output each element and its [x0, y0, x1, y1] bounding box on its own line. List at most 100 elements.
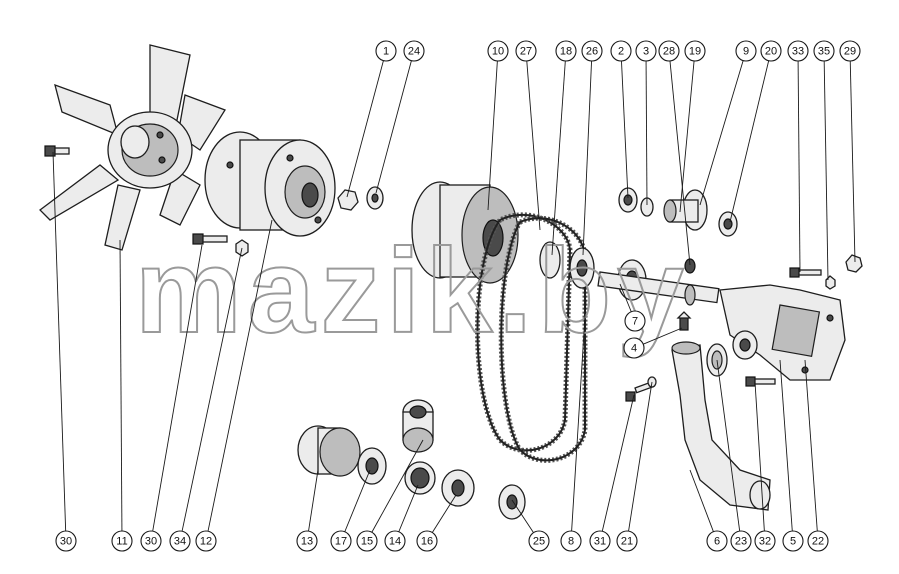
callout-number: 25: [533, 536, 545, 548]
callout-leader-line: [689, 469, 714, 532]
callout-leader-line: [628, 381, 653, 532]
callout-leader-line: [431, 494, 457, 533]
bolt-33: [789, 267, 822, 278]
callout-number: 13: [301, 536, 313, 548]
callout-circle: [754, 530, 776, 552]
callout-11: 11: [111, 239, 133, 552]
callout-circle: [528, 530, 550, 552]
callout-number: 1: [383, 46, 389, 58]
callout-9: 9: [699, 40, 757, 206]
callout-number: 2: [618, 46, 624, 58]
callout-13: 13: [296, 469, 319, 552]
callout-number: 22: [812, 536, 824, 548]
callout-number: 31: [594, 536, 606, 548]
callout-20: 20: [729, 40, 782, 223]
callout-number: 30: [145, 536, 157, 548]
callout-circle: [807, 530, 829, 552]
callout-24: 24: [375, 40, 425, 194]
callout-31: 31: [589, 394, 635, 552]
callout-10: 10: [487, 40, 509, 211]
callout-circle: [782, 530, 804, 552]
callout-leader-line: [804, 359, 818, 532]
callout-number: 26: [586, 46, 598, 58]
callout-number: 27: [520, 46, 532, 58]
callout-19: 19: [679, 40, 706, 213]
bolt-30-left: [44, 145, 70, 157]
callout-leader-line: [344, 469, 371, 532]
nut-1: [337, 189, 359, 211]
callout-21: 21: [616, 381, 653, 552]
callout-circle: [684, 40, 706, 62]
callout-leader-line: [119, 239, 123, 532]
callout-circle: [296, 530, 318, 552]
elbow-pipe-6: [671, 341, 771, 511]
callout-28: 28: [658, 40, 691, 266]
washer-24: [366, 186, 384, 210]
callout-leader-line: [551, 60, 566, 256]
callout-number: 15: [361, 536, 373, 548]
bushing-17: [357, 447, 387, 485]
bushing-16: [441, 469, 475, 507]
callout-number: 16: [421, 536, 433, 548]
callout-circle: [330, 530, 352, 552]
callout-leader-line: [621, 60, 629, 199]
callout-circle: [839, 40, 861, 62]
callout-circle: [635, 40, 657, 62]
seal-2: [618, 187, 638, 213]
bushing-20: [718, 211, 738, 237]
callout-circle: [169, 530, 191, 552]
callout-number: 14: [389, 536, 401, 548]
callout-circle: [730, 530, 752, 552]
callout-number: 24: [408, 46, 420, 58]
callout-leader-line: [52, 151, 67, 532]
callout-circle: [623, 337, 645, 359]
pump-shaft: [597, 271, 720, 306]
callout-number: 11: [116, 536, 127, 548]
callout-circle: [581, 40, 603, 62]
callout-leader-line: [398, 484, 419, 532]
callout-leader-line: [511, 499, 534, 533]
callout-number: 35: [818, 46, 830, 58]
seal-28: [684, 258, 696, 274]
callout-5: 5: [779, 359, 804, 552]
callout-circle: [356, 530, 378, 552]
callout-number: 32: [759, 536, 771, 548]
v-belts: [475, 212, 588, 463]
callout-leader-line: [582, 60, 593, 256]
callout-number: 3: [643, 46, 649, 58]
callout-leader-line: [645, 60, 648, 206]
callout-leader-line: [152, 244, 203, 532]
callout-leader-line: [571, 299, 587, 532]
callout-leader-line: [797, 60, 801, 273]
callout-circle: [515, 40, 537, 62]
callout-30: 30: [140, 244, 203, 552]
callout-35: 35: [813, 40, 835, 281]
callout-leader-line: [601, 394, 635, 532]
callout-circle: [610, 40, 632, 62]
callout-leader-line: [181, 247, 243, 532]
callout-leader-line: [779, 359, 793, 532]
watermark: mazik.by: [134, 223, 685, 359]
callout-number: 28: [663, 46, 675, 58]
callout-29: 29: [839, 40, 861, 263]
callout-34: 34: [169, 247, 243, 552]
bearing-26-a: [569, 247, 595, 289]
bushing-15: [402, 399, 434, 453]
callout-circle: [195, 530, 217, 552]
callout-30: 30: [52, 151, 77, 552]
callout-32: 32: [754, 381, 776, 552]
callout-circle: [55, 530, 77, 552]
callout-leader-line: [729, 60, 770, 223]
callout-circle: [416, 530, 438, 552]
fan-blade-assembly: [39, 44, 226, 251]
callout-number: 8: [568, 536, 574, 548]
callout-number: 4: [631, 343, 637, 355]
callout-4: 4: [623, 327, 683, 359]
impeller-9: [663, 189, 708, 231]
nut-35: [825, 275, 836, 290]
plug-29: [845, 254, 863, 273]
callout-number: 21: [621, 536, 633, 548]
callout-number: 5: [790, 536, 796, 548]
